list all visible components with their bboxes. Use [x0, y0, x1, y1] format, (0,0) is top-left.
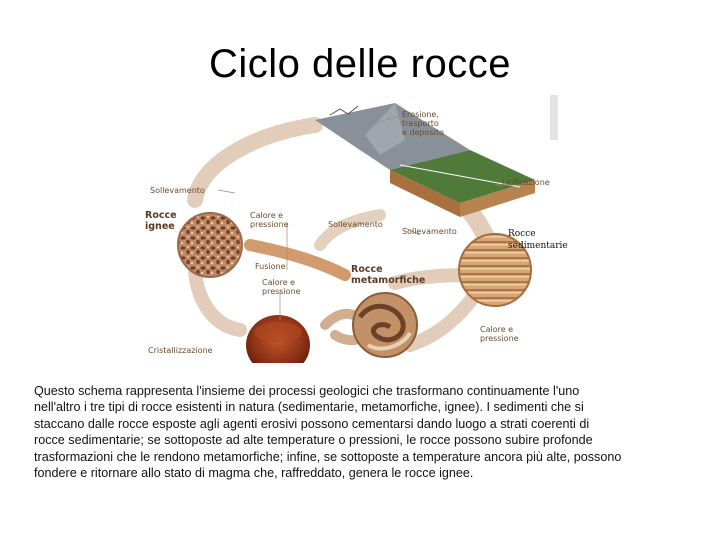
label-calore-pressione-top-1: Calore e — [250, 211, 283, 220]
label-calore-pressione-mid-2: pressione — [262, 287, 301, 296]
label-erosione-2: trasporto — [402, 119, 439, 128]
label-erosione-3: e deposito — [402, 128, 444, 137]
arrow-igneous-to-surface — [195, 125, 315, 200]
label-rocce-metamorfiche-1: Rocce — [351, 264, 383, 275]
label-calore-pressione-bottom-2: pressione — [480, 334, 519, 343]
label-rocce-sedimentarie-2: sedimentarie — [508, 241, 568, 251]
label-litificazione: Litificazione — [502, 178, 550, 187]
description-line: nell'altro i tre tipi di rocce esistenti… — [34, 399, 694, 415]
label-rocce-sedimentarie-1: Rocce — [508, 229, 536, 239]
magma-chamber — [246, 315, 310, 363]
arrow-meta-to-sed — [410, 295, 475, 345]
label-rocce-ignee-1: Rocce — [145, 210, 177, 221]
label-calore-pressione-bottom-1: Calore e — [480, 325, 513, 334]
slide-title: Ciclo delle rocce — [0, 42, 720, 87]
label-cristallizzazione: Cristallizzazione — [148, 346, 213, 355]
metamorphic-rock — [353, 293, 417, 357]
description-line: Questo schema rappresenta l'insieme dei … — [34, 383, 694, 399]
label-rocce-ignee-2: ignee — [145, 221, 175, 232]
igneous-rock — [178, 213, 242, 277]
description-line: fondere e ritornare allo stato di magma … — [34, 465, 694, 481]
label-fusione: Fusione — [255, 262, 286, 271]
description-line: staccano dalle rocce esposte agli agenti… — [34, 416, 694, 432]
label-rocce-metamorfiche-2: metamorfiche — [351, 275, 425, 286]
label-sollevamento-mid: Sollevamento — [328, 220, 383, 229]
label-sollevamento-top: Sollevamento — [150, 186, 205, 195]
description-line: rocce sedimentarie; se sottoposte ad alt… — [34, 432, 694, 448]
label-calore-pressione-top-2: pressione — [250, 220, 289, 229]
description-line: trasformazioni che le rendono metamorfic… — [34, 449, 694, 465]
label-erosione-1: Erosione, — [402, 110, 439, 119]
label-sollevamento-right: Sollevamento — [402, 227, 457, 236]
label-calore-pressione-mid-1: Calore e — [262, 278, 295, 287]
rock-cycle-diagram: Erosione, trasporto e deposito Sollevame… — [140, 95, 580, 363]
description-paragraph: Questo schema rappresenta l'insieme dei … — [34, 383, 694, 481]
